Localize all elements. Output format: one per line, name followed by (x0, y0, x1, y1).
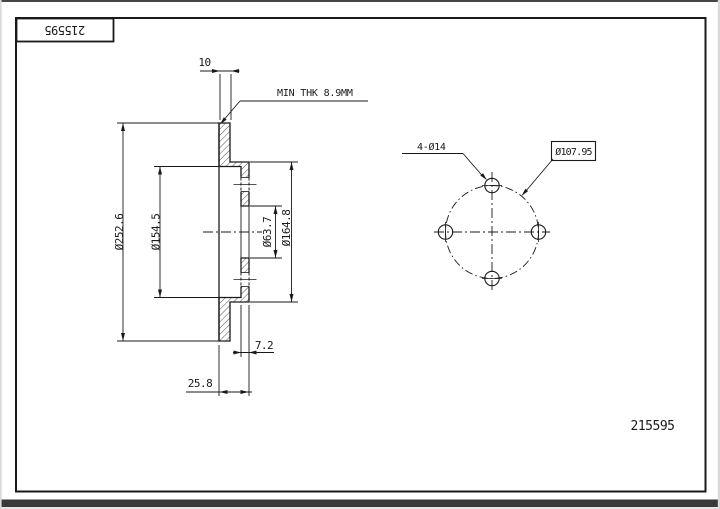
dim-hat-diameter-text: Ø164.8 (280, 210, 293, 247)
dim-ring-inner-diameter-text: Ø154.5 (150, 214, 163, 251)
min-thickness-note: MIN THK 8.9MM (220, 88, 368, 125)
dim-pad-thickness: 10 (198, 56, 240, 120)
bolt-holes-label: 4-Ø14 (402, 141, 487, 181)
bottom-edge-light (0, 507, 720, 509)
footer-part-number: 215595 (631, 419, 675, 434)
drawing-frame (15, 17, 707, 493)
section-view: 10 MIN THK 8.9MM Ø252.6 Ø154.5 (113, 56, 368, 396)
dim-overall-height: 25.8 (186, 345, 252, 396)
dim-pad-thickness-text: 10 (198, 56, 210, 69)
dim-outer-diameter: Ø252.6 (113, 122, 219, 342)
dim-center-bore: Ø63.7 (250, 205, 282, 259)
section-bolt-hole-bottom (233, 272, 257, 287)
left-edge-light (0, 0, 2, 509)
right-edge-light (717, 0, 720, 509)
dim-hat-diameter: Ø164.8 (250, 161, 298, 303)
bolt-circle-label-box (550, 140, 597, 162)
title-block-box (15, 17, 115, 43)
bolt-holes-label-text: 4-Ø14 (417, 141, 446, 153)
dim-overall-height-text: 25.8 (188, 377, 213, 390)
bottom-edge-bar (0, 499, 720, 507)
dim-hat-wall-text: 7.2 (255, 339, 273, 352)
front-view: 4-Ø14 Ø107.95 (402, 140, 597, 291)
bolt-circle-label-text: Ø107.95 (555, 146, 592, 158)
bolt-holes (437, 177, 547, 287)
dim-hat-wall: 7.2 (233, 305, 274, 396)
dim-ring-inner-diameter: Ø154.5 (150, 166, 219, 298)
top-edge-bar (0, 0, 720, 2)
min-thickness-note-text: MIN THK 8.9MM (277, 88, 353, 99)
dim-center-bore-text: Ø63.7 (261, 217, 274, 248)
title-block: 215595 (15, 17, 115, 43)
dim-outer-diameter-text: Ø252.6 (113, 214, 126, 251)
title-block-part-number: 215595 (45, 23, 86, 37)
bolt-circle-label: Ø107.95 (521, 140, 597, 196)
section-bolt-hole-top (233, 177, 257, 192)
